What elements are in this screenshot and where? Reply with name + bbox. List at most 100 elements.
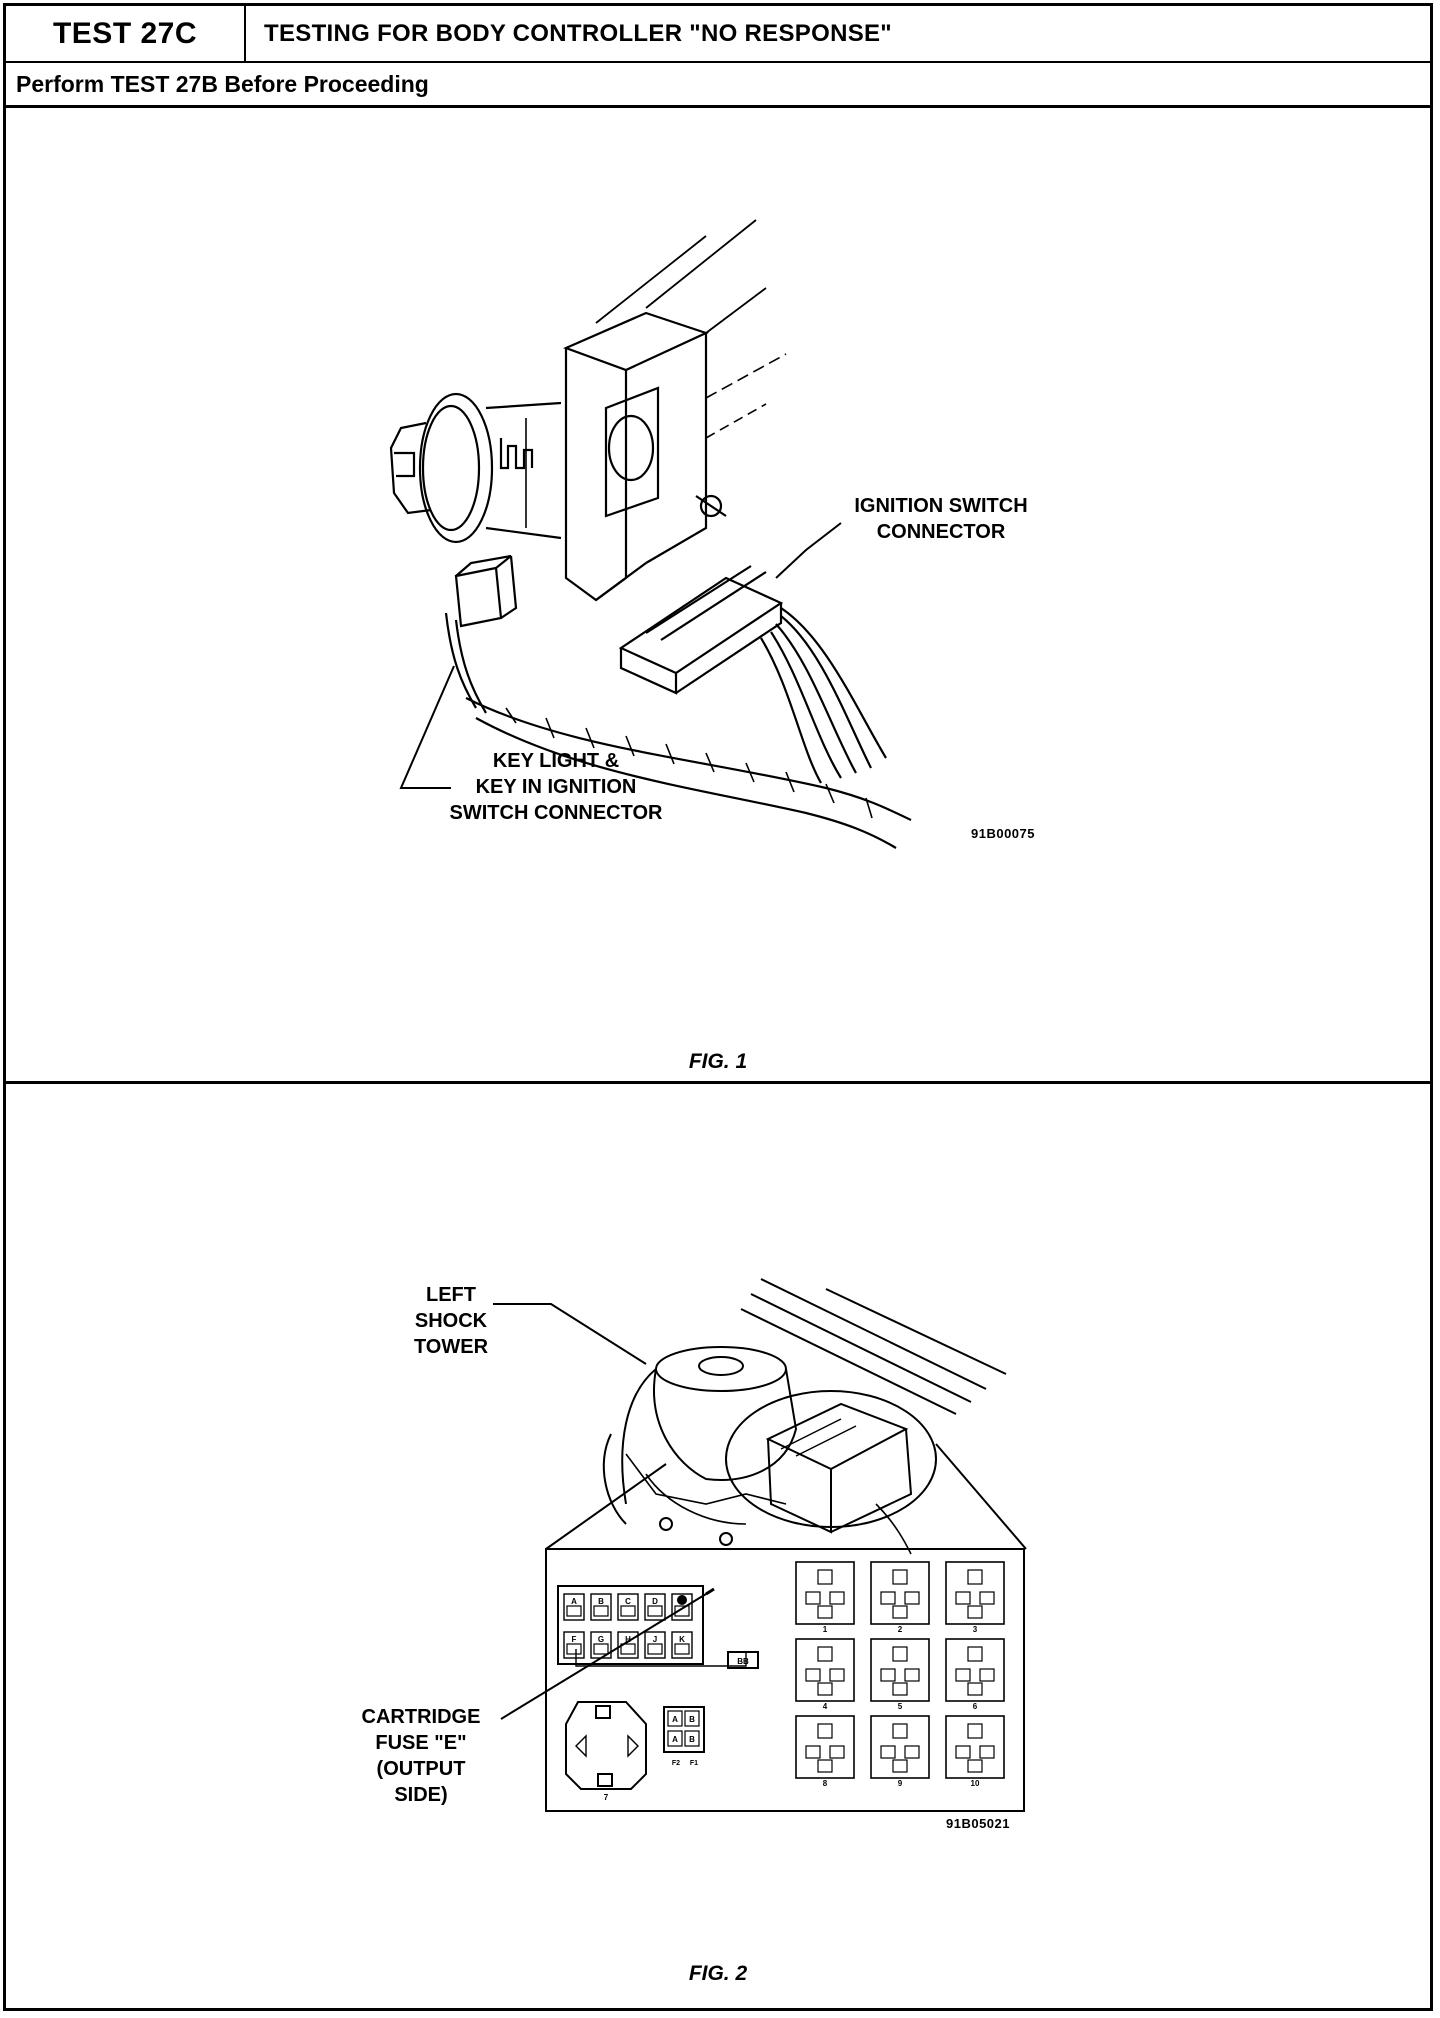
fuse-layout: ABCDEFGHJKBB7ABABF2F11234568910 bbox=[563, 1561, 1005, 1802]
relay-pin bbox=[967, 1723, 983, 1739]
relay-pin bbox=[817, 1605, 833, 1619]
relay-pin bbox=[805, 1591, 821, 1605]
fuse-terminal bbox=[674, 1643, 690, 1655]
figure-1-caption: FIG. 1 bbox=[688, 1050, 748, 1073]
fuse-letter: H bbox=[625, 1635, 631, 1644]
relay-pin bbox=[892, 1723, 908, 1739]
relay-pin bbox=[955, 1668, 971, 1682]
relay-number: 4 bbox=[823, 1702, 828, 1711]
relay-pin bbox=[817, 1759, 833, 1773]
fuse-terminal bbox=[593, 1605, 609, 1617]
relay-socket bbox=[945, 1715, 1005, 1779]
relay-pin bbox=[829, 1591, 845, 1605]
figure-2-panel: ABCDEFGHJKBB7ABABF2F11234568910 LEFT SHO… bbox=[6, 1084, 1430, 2008]
relay-pin bbox=[967, 1646, 983, 1662]
relay-pin bbox=[892, 1605, 908, 1619]
relay-pin bbox=[829, 1745, 845, 1759]
relay-pin bbox=[892, 1682, 908, 1696]
fuse-box-illustration bbox=[493, 1278, 1027, 1812]
relay-number: 8 bbox=[823, 1779, 828, 1788]
figure-2-caption: FIG. 2 bbox=[688, 1962, 748, 1985]
fuse-terminal bbox=[647, 1643, 663, 1655]
relay-number: 7 bbox=[604, 1793, 609, 1802]
relay-pin bbox=[904, 1591, 920, 1605]
fuse-cell bbox=[644, 1593, 666, 1621]
small-fuse-label-f1: F1 bbox=[690, 1760, 698, 1767]
fuse-cell bbox=[563, 1593, 585, 1621]
relay-pin bbox=[967, 1682, 983, 1696]
header-row: TEST 27C TESTING FOR BODY CONTROLLER "NO… bbox=[6, 6, 1430, 63]
fuse-terminal bbox=[593, 1643, 609, 1655]
small-fuse bbox=[684, 1730, 700, 1747]
relay-socket bbox=[945, 1638, 1005, 1702]
relay-socket bbox=[945, 1561, 1005, 1625]
relay-number: 6 bbox=[973, 1702, 978, 1711]
figure-1-panel: IGNITION SWITCH CONNECTOR KEY LIGHT & KE… bbox=[6, 108, 1430, 1084]
relay-socket bbox=[795, 1561, 855, 1625]
fuse-cell bbox=[617, 1631, 639, 1659]
relay-pin bbox=[967, 1759, 983, 1773]
small-fuse bbox=[667, 1710, 683, 1727]
fuse-letter: J bbox=[653, 1635, 657, 1644]
test-id: TEST 27C bbox=[6, 6, 246, 61]
fuse-letter: K bbox=[679, 1635, 685, 1644]
relay-socket bbox=[795, 1638, 855, 1702]
cartridge-fuse-label: CARTRIDGE FUSE "E" (OUTPUT SIDE) bbox=[361, 1706, 481, 1806]
fuse-cell bbox=[671, 1593, 693, 1621]
relay-pin bbox=[829, 1668, 845, 1682]
relay-pin bbox=[880, 1668, 896, 1682]
prerequisite-note: Perform TEST 27B Before Proceeding bbox=[6, 63, 1430, 108]
ignition-switch-illustration bbox=[389, 219, 912, 849]
relay-number: 5 bbox=[898, 1702, 903, 1711]
relay-pin bbox=[979, 1668, 995, 1682]
relay-pin bbox=[817, 1682, 833, 1696]
relay-pin bbox=[880, 1745, 896, 1759]
relay-number: 9 bbox=[898, 1779, 903, 1788]
figure-2-image-code: 91B05021 bbox=[946, 1816, 1010, 1831]
relay-number: 3 bbox=[973, 1625, 978, 1634]
fuse-cell bbox=[590, 1593, 612, 1621]
relay-socket bbox=[870, 1638, 930, 1702]
relay-pin bbox=[817, 1646, 833, 1662]
key-light-connector-label: KEY LIGHT & KEY IN IGNITION SWITCH CONNE… bbox=[449, 750, 663, 824]
relay-pin bbox=[955, 1745, 971, 1759]
relay-pin bbox=[805, 1668, 821, 1682]
relay-pin bbox=[979, 1745, 995, 1759]
relay-socket bbox=[870, 1561, 930, 1625]
small-fuse bbox=[684, 1710, 700, 1727]
relay-pin bbox=[805, 1745, 821, 1759]
fuse-cell bbox=[617, 1593, 639, 1621]
small-fuse-letter: A bbox=[672, 1735, 678, 1744]
small-fuse-letter: A bbox=[672, 1715, 678, 1724]
small-fuse-letter: B bbox=[689, 1715, 695, 1724]
relay-pin bbox=[892, 1646, 908, 1662]
fuse-terminal bbox=[620, 1605, 636, 1617]
relay-pin bbox=[904, 1745, 920, 1759]
fuse-cell bbox=[644, 1631, 666, 1659]
small-fuse-label-f2: F2 bbox=[672, 1760, 680, 1767]
relay-number: 1 bbox=[823, 1625, 828, 1634]
fuse-letter: C bbox=[625, 1597, 631, 1606]
fuse-terminal bbox=[566, 1643, 582, 1655]
relay-pin bbox=[892, 1759, 908, 1773]
fuse-cell bbox=[671, 1631, 693, 1659]
relay-pin bbox=[817, 1569, 833, 1585]
fuse-letter: B bbox=[598, 1597, 604, 1606]
fuse-terminal bbox=[674, 1605, 690, 1617]
fuse-terminal bbox=[620, 1643, 636, 1655]
relay-socket bbox=[795, 1715, 855, 1779]
relay-pin bbox=[817, 1723, 833, 1739]
fuse-letter: A bbox=[571, 1597, 577, 1606]
page-frame: TEST 27C TESTING FOR BODY CONTROLLER "NO… bbox=[3, 3, 1433, 2011]
left-shock-tower-label: LEFT SHOCK TOWER bbox=[413, 1284, 489, 1358]
relay-number: 2 bbox=[898, 1625, 903, 1634]
figure-1-image-code: 91B00075 bbox=[971, 826, 1035, 841]
fuse-terminal bbox=[647, 1605, 663, 1617]
fuse-cell bbox=[590, 1631, 612, 1659]
relay-pin bbox=[967, 1605, 983, 1619]
page-title: TESTING FOR BODY CONTROLLER "NO RESPONSE… bbox=[264, 19, 892, 47]
relay-number: 10 bbox=[971, 1779, 980, 1788]
relay-pin bbox=[955, 1591, 971, 1605]
fuse-letter: D bbox=[652, 1597, 658, 1606]
fuse-e-marker bbox=[677, 1595, 687, 1605]
